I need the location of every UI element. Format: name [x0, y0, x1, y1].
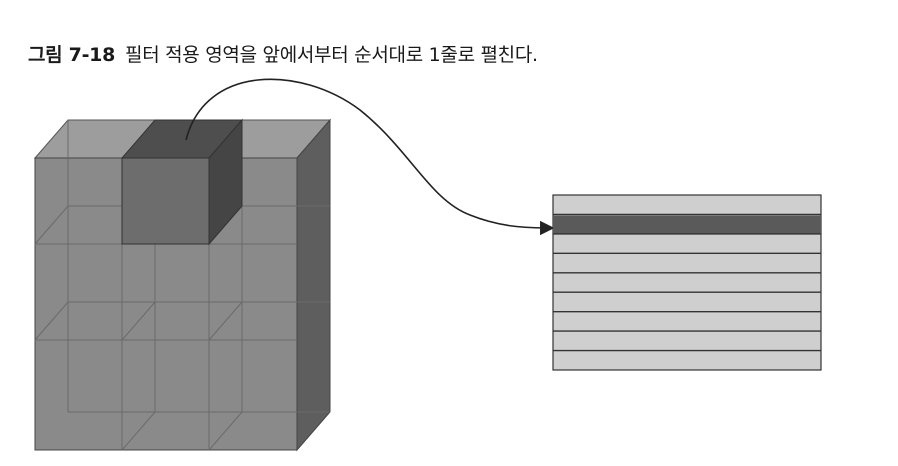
flattened-strip — [552, 194, 822, 371]
figure-label: 그림 7-18 — [28, 44, 116, 66]
figure-caption-text: 필터 적용 영역을 앞에서부터 순서대로 1줄로 펼친다. — [125, 44, 538, 66]
flatten-arrow — [185, 78, 555, 236]
strip-rows — [553, 213, 821, 352]
filter-volume — [33, 118, 332, 452]
highlight-cube — [120, 118, 244, 246]
highlight-cube-front — [121, 157, 210, 245]
volume-side-face — [296, 118, 331, 452]
figure-caption: 그림 7-18 필터 적용 영역을 앞에서부터 순서대로 1줄로 펼친다. — [28, 40, 538, 67]
strip-row-highlight — [553, 215, 821, 234]
